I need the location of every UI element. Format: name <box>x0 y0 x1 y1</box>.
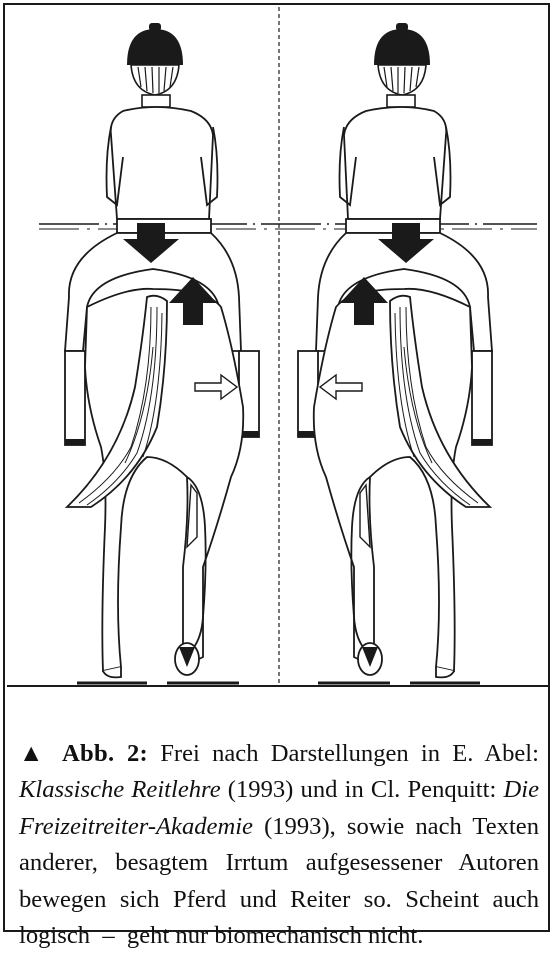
left-figure <box>65 23 259 683</box>
illustration-panel <box>7 7 550 687</box>
caption-label: Abb. 2: <box>62 740 148 767</box>
caption-book-1: Klassische Reitlehre <box>19 776 221 803</box>
figure-caption: ▲ Abb. 2: Frei nach Darstellungen in E. … <box>19 736 539 955</box>
right-figure <box>298 23 492 683</box>
caption-marker: ▲ <box>19 740 50 767</box>
figure-frame: ▲ Abb. 2: Frei nach Darstellungen in E. … <box>3 3 550 932</box>
horse-rider-illustration <box>7 7 550 685</box>
caption-text-1: Frei nach Darstellungen in E. Abel: <box>148 740 539 767</box>
caption-text-2: (1993) und in Cl. Penquitt: <box>221 776 504 803</box>
